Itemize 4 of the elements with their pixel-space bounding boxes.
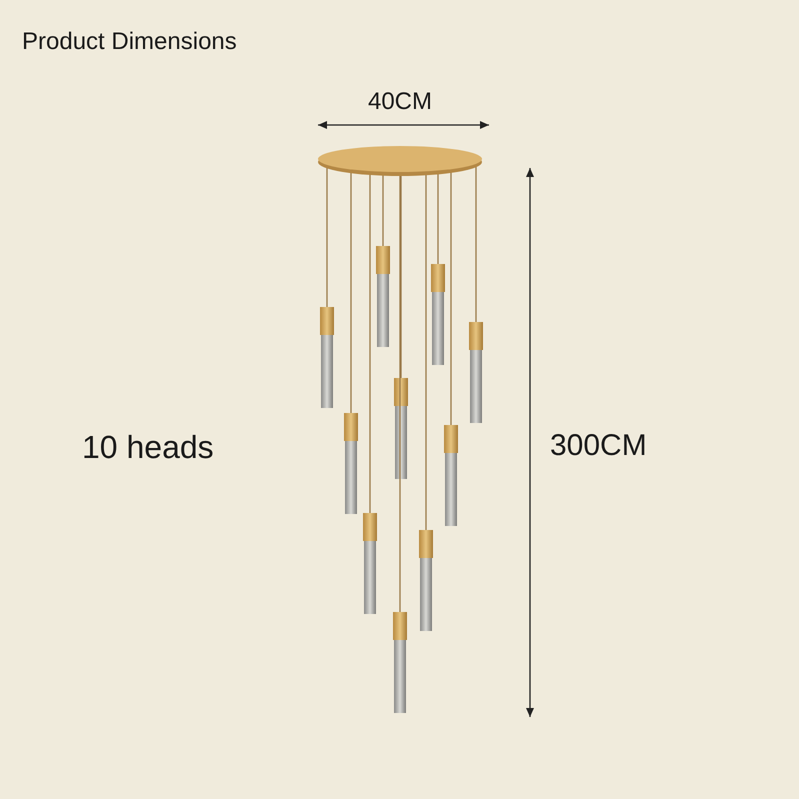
title: Product Dimensions (22, 28, 237, 56)
dimension-label: 10 heads (82, 429, 214, 466)
dimension-label: 300CM (550, 429, 647, 463)
dimension-label: 40CM (368, 88, 432, 116)
